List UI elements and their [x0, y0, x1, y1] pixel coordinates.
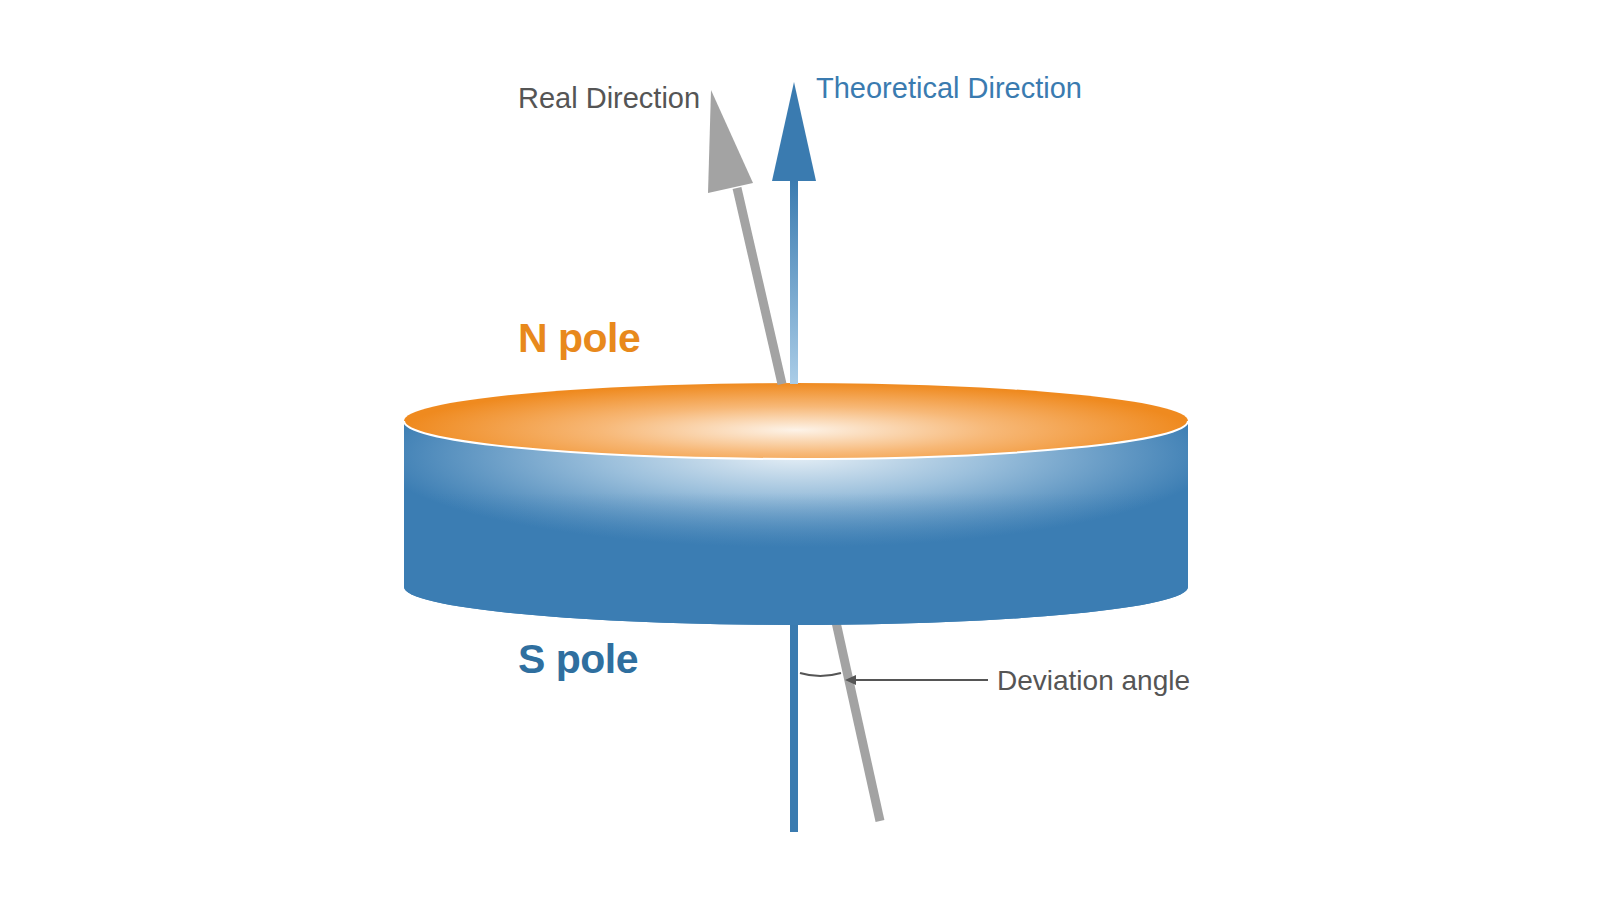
real-arrowhead [708, 90, 753, 193]
deviation-arc [800, 673, 841, 676]
pole-label: S pole [518, 636, 638, 683]
magnet-top-face [404, 383, 1188, 459]
arrow-label: Real Direction [518, 82, 700, 115]
real-axis-lower [836, 622, 880, 821]
arrow-label: Theoretical Direction [816, 72, 1082, 105]
theoretical-arrowhead [772, 82, 816, 181]
leader-line [852, 679, 988, 681]
leader-arrowhead [845, 675, 856, 685]
pole-label: N pole [518, 315, 640, 362]
theoretical-axis-upper [790, 175, 798, 384]
magnet-rim [404, 421, 1188, 459]
real-axis-upper [737, 188, 782, 384]
callout-label: Deviation angle [997, 665, 1190, 697]
theoretical-axis-lower [790, 600, 798, 832]
